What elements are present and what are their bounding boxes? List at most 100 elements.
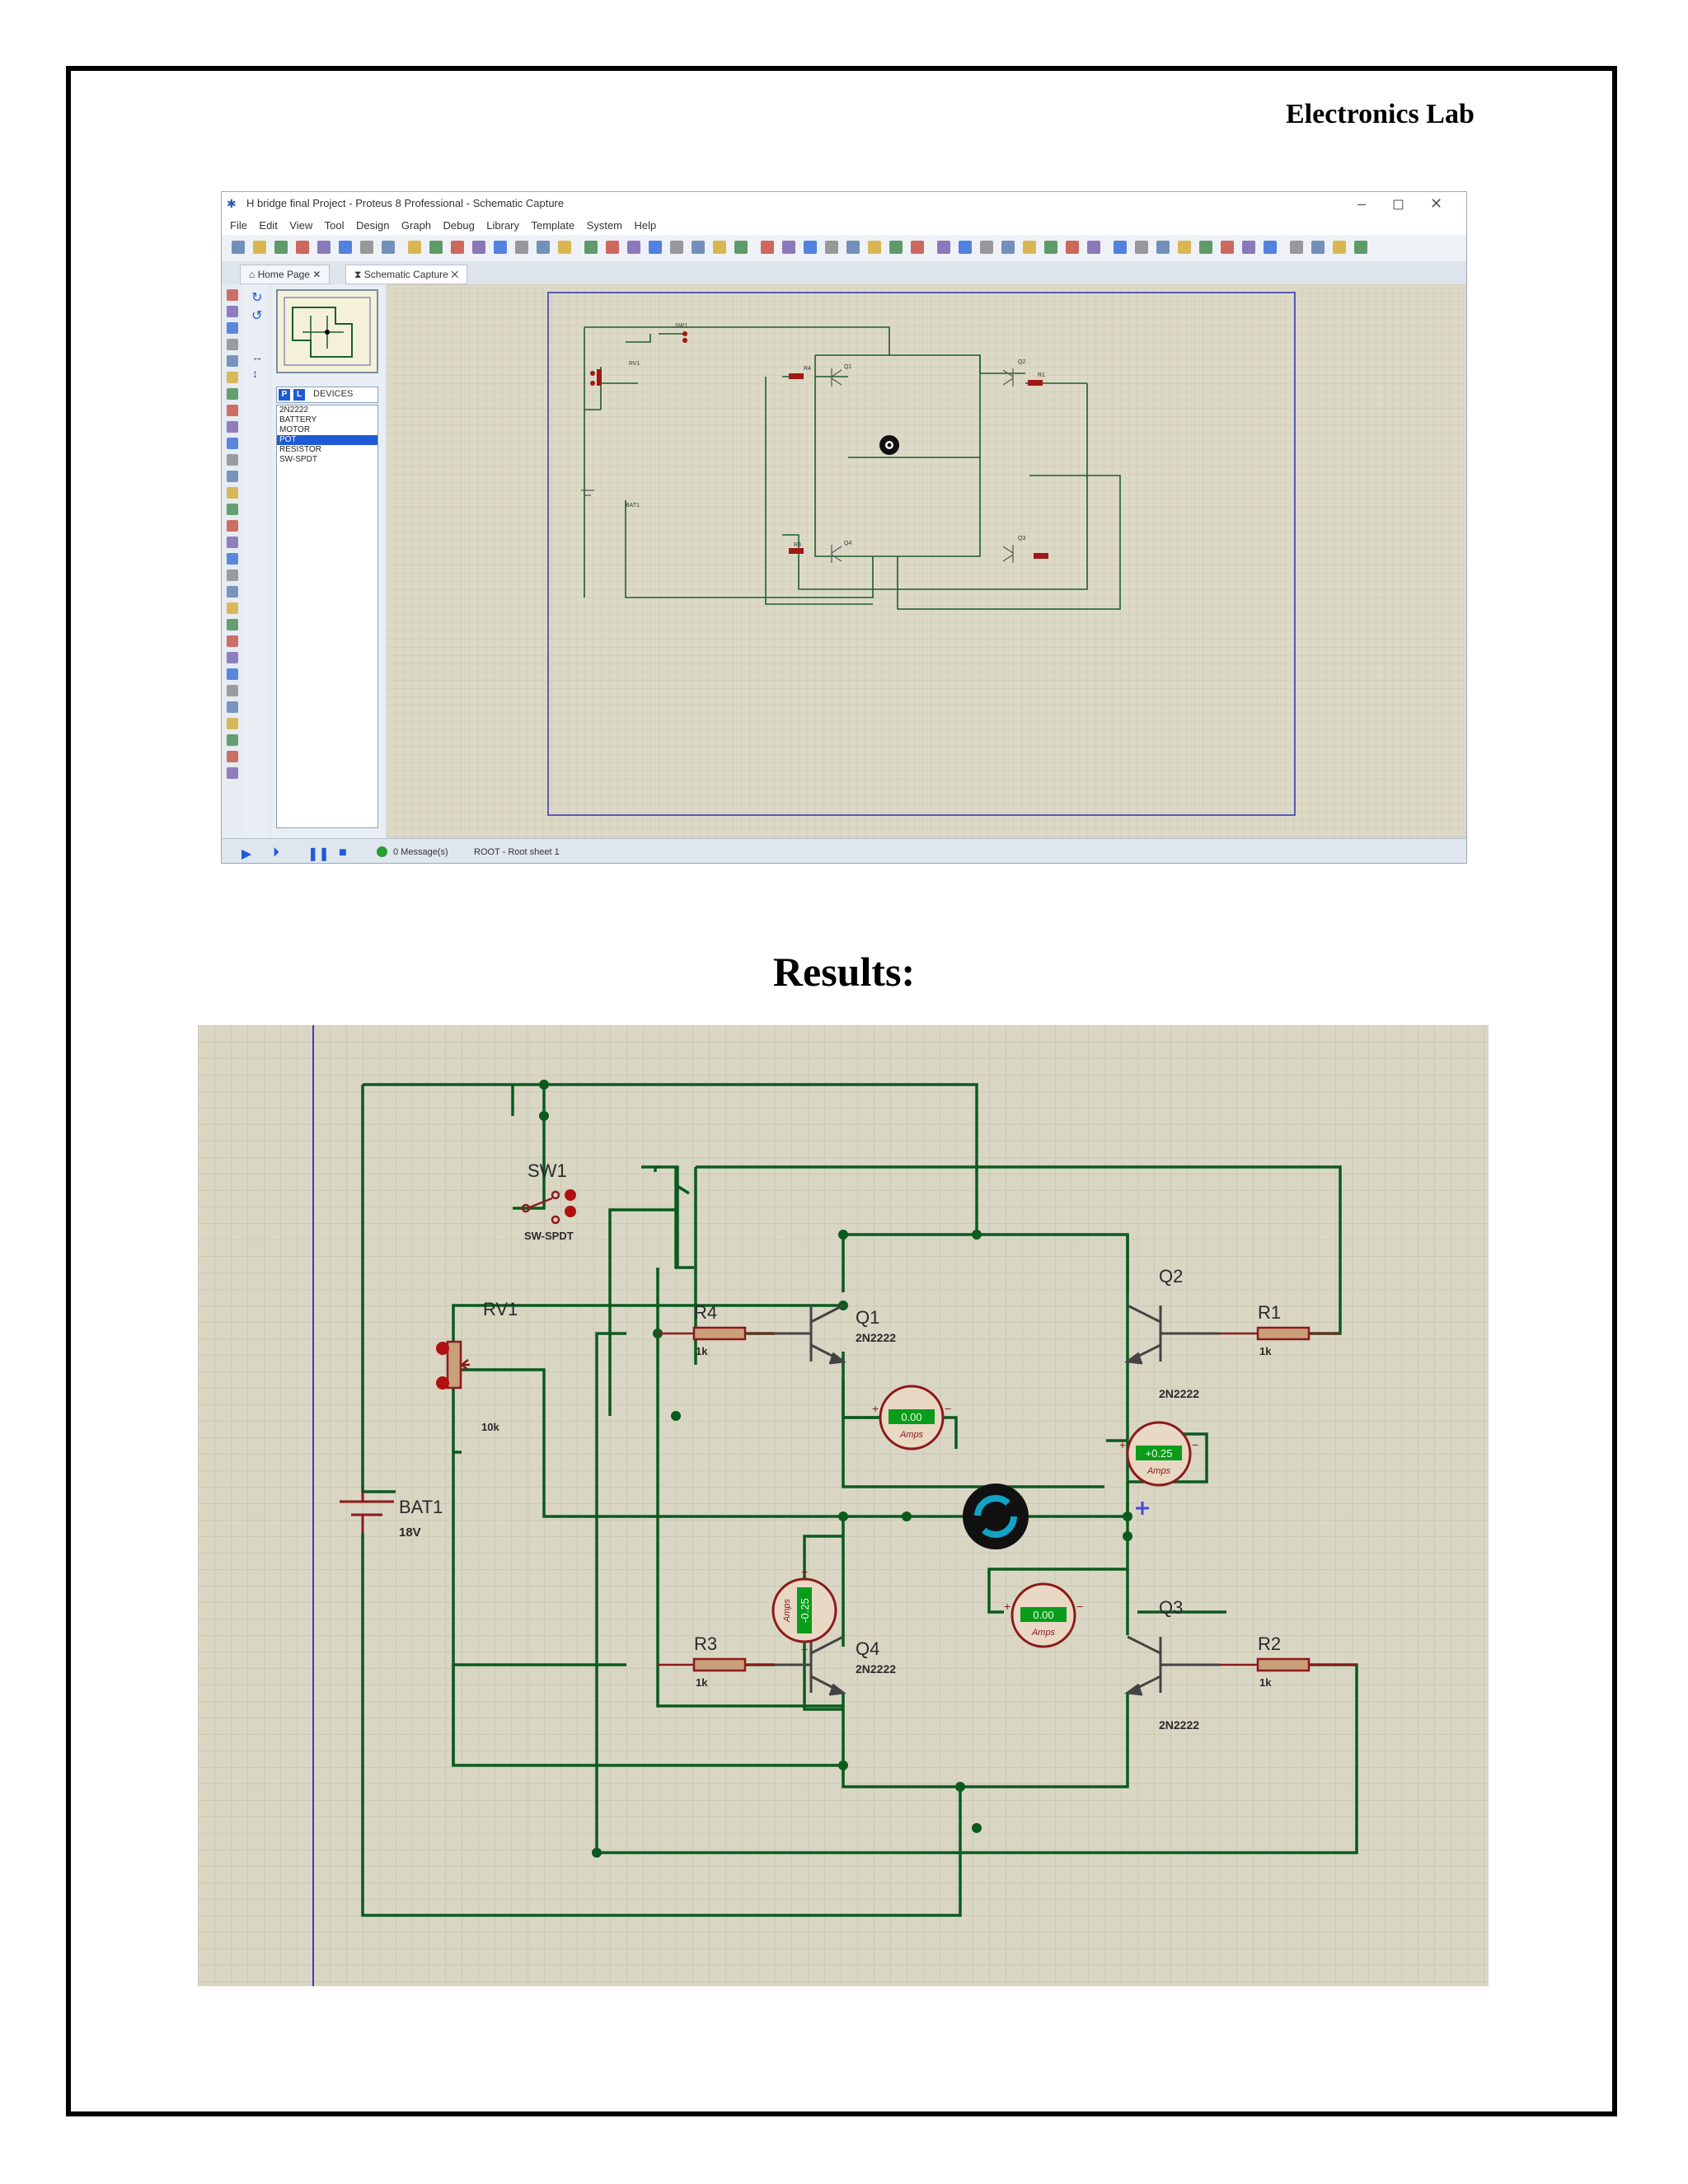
toolbar-button-icon[interactable] <box>1221 241 1234 254</box>
potentiometer-rv1[interactable]: RV1 10k <box>436 1299 518 1433</box>
toolbar-button-icon[interactable] <box>472 241 485 254</box>
toolbar-button-icon[interactable] <box>1242 241 1255 254</box>
transistor-q3[interactable] <box>1123 1635 1220 1696</box>
mirror-x-icon[interactable]: ↔ <box>251 350 263 363</box>
switch-sw1[interactable]: SW1 SW-SPDT <box>521 1160 576 1242</box>
palette-tool-icon[interactable] <box>227 438 238 449</box>
toolbar-button-icon[interactable] <box>606 241 619 254</box>
toolbar-button-icon[interactable] <box>1199 241 1212 254</box>
toolbar-button-icon[interactable] <box>1354 241 1367 254</box>
palette-tool-icon[interactable] <box>227 751 238 762</box>
palette-tool-icon[interactable] <box>227 504 238 515</box>
toolbar-button-icon[interactable] <box>296 241 309 254</box>
device-list[interactable]: 2N2222 BATTERY MOTOR POT RESISTOR SW-SPD… <box>276 405 378 828</box>
rotate-cw-icon[interactable]: ↻ <box>251 291 263 305</box>
palette-tool-icon[interactable] <box>227 520 238 532</box>
toolbar-button-icon[interactable] <box>451 241 464 254</box>
palette-tool-icon[interactable] <box>227 537 238 548</box>
palette-tool-icon[interactable] <box>227 372 238 383</box>
palette-tool-icon[interactable] <box>227 553 238 565</box>
toolbar-button-icon[interactable] <box>1333 241 1346 254</box>
palette-tool-icon[interactable] <box>227 685 238 696</box>
toolbar-button-icon[interactable] <box>515 241 528 254</box>
device-item[interactable]: BATTERY <box>279 415 317 424</box>
minimize-button[interactable]: – <box>1357 195 1367 212</box>
menu-debug[interactable]: Debug <box>443 219 475 232</box>
toolbar-button-icon[interactable] <box>959 241 972 254</box>
menu-library[interactable]: Library <box>486 219 520 232</box>
palette-tool-icon[interactable] <box>227 586 238 598</box>
step-icon[interactable]: ⏵ <box>273 846 280 860</box>
toolbar-button-icon[interactable] <box>253 241 266 254</box>
pick-device-button[interactable]: P <box>279 389 290 401</box>
palette-tool-icon[interactable] <box>227 767 238 779</box>
battery-bat1[interactable]: BAT1 18V <box>340 1492 443 1540</box>
maximize-button[interactable]: ◻ <box>1392 195 1404 212</box>
toolbar-button-icon[interactable] <box>537 241 550 254</box>
toolbar-button-icon[interactable] <box>408 241 421 254</box>
transistor-q2[interactable] <box>1123 1304 1220 1365</box>
overview-window[interactable] <box>276 289 378 373</box>
toolbar-button-icon[interactable] <box>1311 241 1325 254</box>
toolbar-button-icon[interactable] <box>1264 241 1277 254</box>
palette-tool-icon[interactable] <box>227 388 238 400</box>
ammeter-3[interactable]: -0.25 Amps + − <box>771 1565 837 1656</box>
toolbar-button-icon[interactable] <box>1290 241 1303 254</box>
toolbar-button-icon[interactable] <box>980 241 993 254</box>
resistor-r1[interactable]: R1 1k <box>1220 1302 1340 1357</box>
toolbar-button-icon[interactable] <box>360 241 373 254</box>
close-button[interactable]: ✕ <box>1430 195 1443 212</box>
palette-tool-icon[interactable] <box>227 734 238 746</box>
device-item-selected[interactable]: POT <box>277 435 377 445</box>
transistor-q4[interactable] <box>775 1635 846 1696</box>
tab-home-page[interactable]: ⌂ Home Page ✕ <box>240 265 331 284</box>
toolbar-button-icon[interactable] <box>937 241 950 254</box>
menu-graph[interactable]: Graph <box>401 219 432 232</box>
palette-tool-icon[interactable] <box>227 421 238 433</box>
device-item[interactable]: RESISTOR <box>279 445 321 454</box>
menu-system[interactable]: System <box>586 219 623 232</box>
toolbar-button-icon[interactable] <box>494 241 507 254</box>
toolbar-button-icon[interactable] <box>339 241 352 254</box>
toolbar-button-icon[interactable] <box>317 241 331 254</box>
toolbar-button-icon[interactable] <box>889 241 903 254</box>
tab-close-icon[interactable]: ✕ <box>312 269 321 280</box>
palette-tool-icon[interactable] <box>227 322 238 334</box>
resistor-r4[interactable]: R4 1k <box>658 1302 775 1357</box>
menu-view[interactable]: View <box>289 219 313 232</box>
palette-tool-icon[interactable] <box>227 652 238 663</box>
toolbar-button-icon[interactable] <box>429 241 443 254</box>
menu-design[interactable]: Design <box>355 219 390 232</box>
toolbar-button-icon[interactable] <box>846 241 860 254</box>
toolbar-button-icon[interactable] <box>232 241 245 254</box>
palette-tool-icon[interactable] <box>227 602 238 614</box>
menu-edit[interactable]: Edit <box>259 219 278 232</box>
menu-file[interactable]: File <box>230 219 247 232</box>
pause-icon[interactable]: ❚❚ <box>307 847 330 861</box>
palette-tool-icon[interactable] <box>227 306 238 317</box>
palette-tool-icon[interactable] <box>227 635 238 647</box>
toolbar-button-icon[interactable] <box>692 241 705 254</box>
toolbar-button-icon[interactable] <box>584 241 598 254</box>
toolbar-button-icon[interactable] <box>1114 241 1127 254</box>
menu-tool[interactable]: Tool <box>324 219 345 232</box>
toolbar-button-icon[interactable] <box>1066 241 1079 254</box>
toolbar-button-icon[interactable] <box>649 241 662 254</box>
toolbar-button-icon[interactable] <box>1156 241 1170 254</box>
resistor-r2[interactable]: R2 1k <box>1220 1633 1357 1689</box>
toolbar-button-icon[interactable] <box>761 241 774 254</box>
palette-tool-icon[interactable] <box>227 487 238 499</box>
schematic-editor-canvas[interactable]: RV1 SW1 BAT1 R4 R1 R3 Q1 Q2 Q4 Q3 <box>387 284 1466 838</box>
palette-tool-icon[interactable] <box>227 289 238 301</box>
toolbar-button-icon[interactable] <box>382 241 395 254</box>
palette-tool-icon[interactable] <box>227 718 238 729</box>
library-manager-button[interactable]: L <box>293 389 305 401</box>
device-item[interactable]: SW-SPDT <box>279 455 317 464</box>
toolbar-button-icon[interactable] <box>782 241 795 254</box>
palette-tool-icon[interactable] <box>227 701 238 713</box>
toolbar-button-icon[interactable] <box>627 241 640 254</box>
ammeter-4[interactable]: 0.00 Amps + − <box>1004 1582 1083 1648</box>
toolbar-button-icon[interactable] <box>734 241 748 254</box>
play-icon[interactable]: ▶ <box>241 847 252 861</box>
palette-tool-icon[interactable] <box>227 668 238 680</box>
